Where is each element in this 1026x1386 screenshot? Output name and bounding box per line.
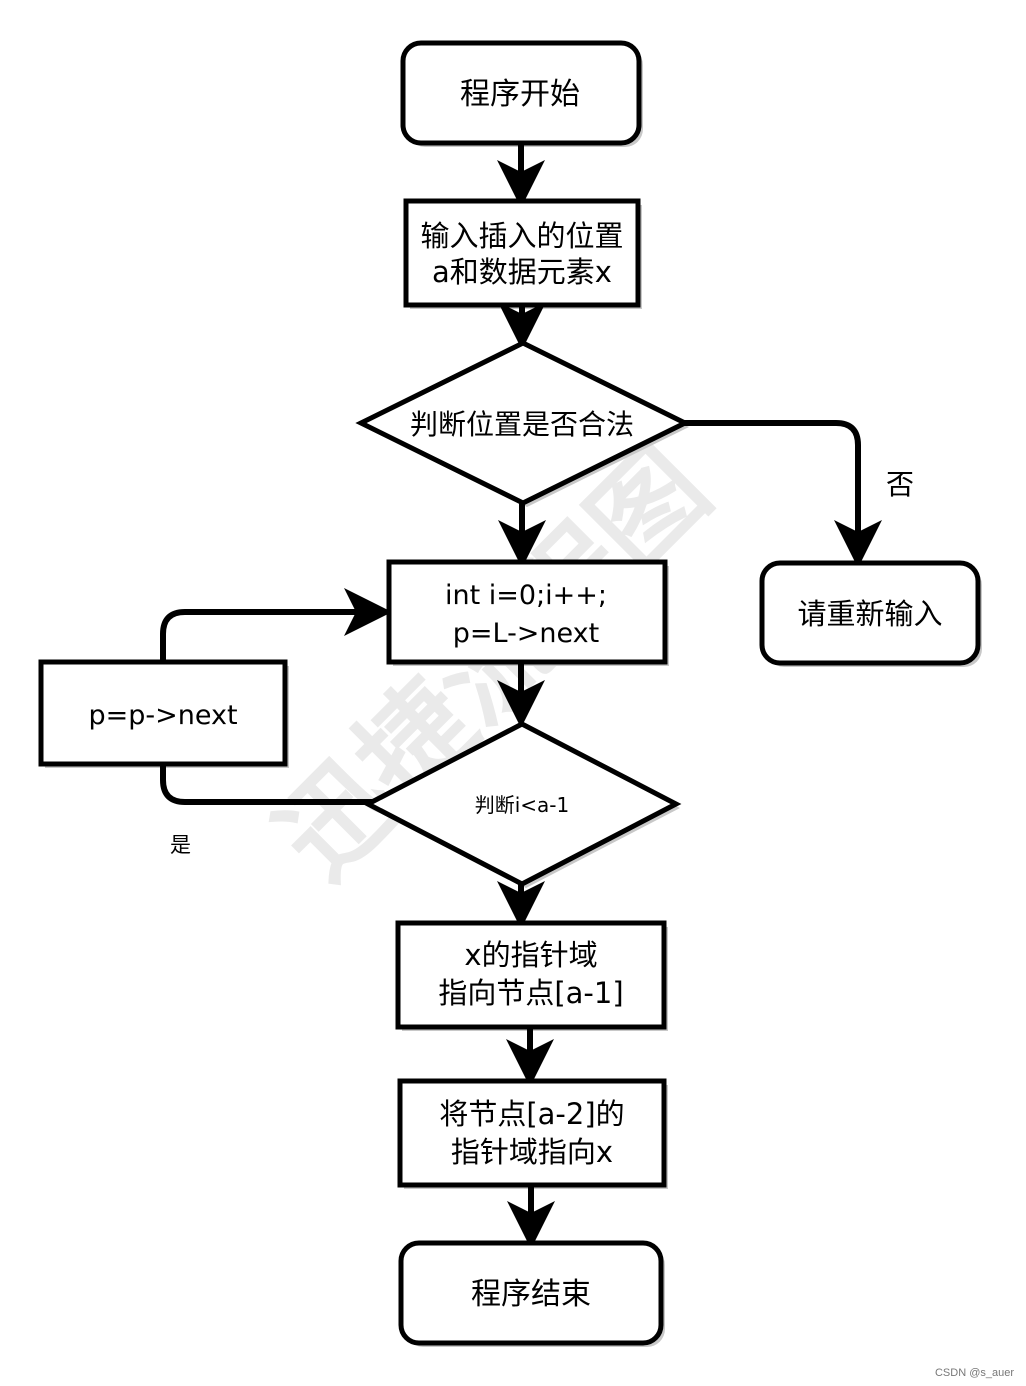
end-terminator	[398, 1240, 664, 1346]
edge-advance-to-init	[160, 588, 392, 662]
shapes	[38, 40, 981, 1346]
reinput-terminator	[759, 560, 981, 666]
node-labels: 程序开始 输入插入的位置 a和数据元素x 判断位置是否合法 请重新输入 int …	[88, 77, 942, 1312]
connectors	[160, 143, 882, 1249]
advance-process	[38, 659, 288, 767]
link-prev-process	[397, 1078, 667, 1188]
end-label: 程序结束	[471, 1277, 591, 1312]
position-decision	[355, 340, 691, 506]
yes-label: 是	[170, 833, 191, 857]
init-label-line2: p=L->next	[453, 618, 600, 649]
input-label-line1: 输入插入的位置	[420, 219, 623, 253]
footer-credit: CSDN @s_auer	[935, 1367, 1014, 1379]
advance-label: p=p->next	[88, 700, 237, 731]
edge-check-no	[682, 420, 882, 568]
start-label: 程序开始	[460, 77, 580, 112]
edge-labels: 否 是	[170, 468, 914, 857]
input-label-line2: a和数据元素x	[432, 255, 612, 289]
start-terminator	[400, 40, 642, 146]
init-process	[386, 559, 668, 665]
reinput-label: 请重新输入	[797, 597, 942, 631]
input-process	[403, 198, 641, 308]
link-prev-label-line2: 指针域指向x	[451, 1135, 613, 1169]
set-x-next-label-line2: 指向节点[a-1]	[438, 976, 623, 1010]
edge-check-index-yes	[160, 764, 372, 805]
index-decision	[362, 721, 682, 887]
index-decision-label: 判断i<a-1	[475, 793, 570, 817]
position-decision-label: 判断位置是否合法	[410, 408, 634, 441]
init-label-line1: int i=0;i++;	[445, 580, 607, 611]
no-label: 否	[886, 468, 914, 501]
set-x-next-label-line1: x的指针域	[464, 938, 597, 972]
link-prev-label-line1: 将节点[a-2]的	[439, 1097, 624, 1131]
set-x-next-process	[395, 920, 667, 1030]
